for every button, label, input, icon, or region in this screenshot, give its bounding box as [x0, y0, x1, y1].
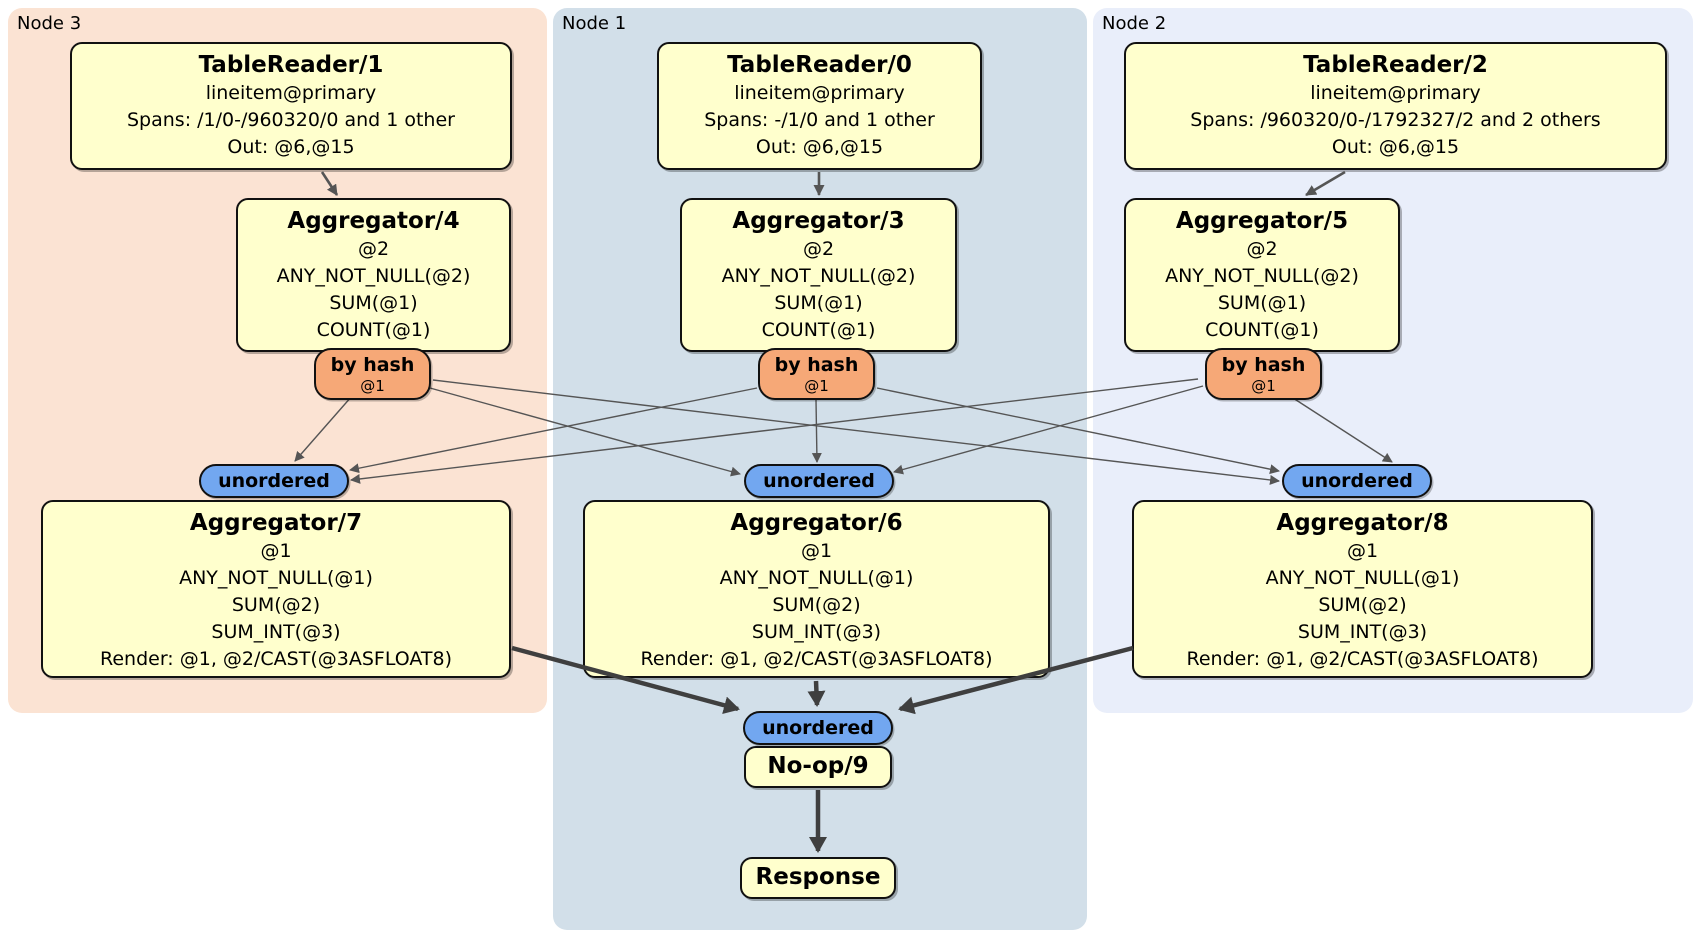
router-by-hash-node2: by hash @1 [1205, 348, 1322, 400]
processor-line: SUM(@2) [231, 594, 321, 616]
processor-line: Out: @6,@15 [1331, 136, 1460, 158]
sync-unordered-final: unordered [743, 711, 893, 745]
processor-line: ANY_NOT_NULL(@2) [721, 265, 916, 287]
processor-line: @2 [1246, 238, 1278, 260]
router-detail: @1 [1251, 377, 1276, 395]
processor-line: ANY_NOT_NULL(@1) [719, 567, 914, 589]
processor-title: Aggregator/6 [730, 510, 903, 536]
processor-line: lineitem@primary [1310, 82, 1481, 104]
processor-line: Render: @1, @2/CAST(@3ASFLOAT8) [640, 648, 993, 670]
processor-title: TableReader/2 [1303, 52, 1488, 78]
processor-line: Spans: -/1/0 and 1 other [704, 109, 935, 131]
router-label: by hash [330, 354, 415, 376]
processor-line: ANY_NOT_NULL(@1) [1265, 567, 1460, 589]
region-node2-label: Node 2 [1102, 13, 1167, 34]
processor-line: SUM(@1) [774, 292, 863, 314]
processor-title: Aggregator/3 [732, 208, 905, 234]
processor-line: COUNT(@1) [1205, 319, 1319, 341]
processor-line: Spans: /960320/0-/1792327/2 and 2 others [1190, 109, 1601, 131]
sync-unordered-node3: unordered [199, 464, 349, 498]
processor-title: Aggregator/4 [287, 208, 460, 234]
processor-line: COUNT(@1) [761, 319, 876, 341]
processor-line: lineitem@primary [205, 82, 377, 104]
processor-line: SUM_INT(@3) [211, 621, 341, 643]
processor-line: @1 [260, 540, 292, 562]
processor-line: @2 [802, 238, 835, 260]
processor-title: TableReader/0 [727, 52, 912, 78]
processor-line: SUM_INT(@3) [1297, 621, 1428, 643]
processor-line: SUM_INT(@3) [751, 621, 882, 643]
sync-unordered-node1: unordered [744, 464, 894, 498]
processor-line: ANY_NOT_NULL(@2) [1165, 265, 1359, 287]
processor-line: SUM(@2) [1318, 594, 1407, 616]
router-label: by hash [1221, 354, 1306, 376]
processor-line: Out: @6,@15 [227, 136, 355, 158]
processor-line: @1 [1346, 540, 1379, 562]
processor-line: lineitem@primary [734, 82, 905, 104]
processor-line: SUM(@1) [329, 292, 418, 314]
processor-line: Out: @6,@15 [755, 136, 884, 158]
router-by-hash-node3: by hash @1 [314, 348, 431, 400]
processor-response: Response [740, 857, 896, 899]
processor-line: Spans: /1/0-/960320/0 and 1 other [127, 109, 455, 131]
processor-title: No-op/9 [767, 753, 869, 779]
processor-title: Aggregator/7 [189, 510, 363, 536]
region-node3-label: Node 3 [17, 13, 82, 34]
router-by-hash-node1: by hash @1 [758, 348, 875, 400]
processor-line: ANY_NOT_NULL(@2) [276, 265, 471, 287]
processor-title: TableReader/1 [198, 52, 384, 78]
router-detail: @1 [804, 377, 829, 395]
processor-title: Response [755, 864, 881, 890]
processor-line: SUM(@1) [1217, 292, 1307, 314]
processor-line: @1 [800, 540, 833, 562]
processor-title: Aggregator/5 [1175, 208, 1349, 234]
router-label: by hash [774, 354, 859, 376]
router-detail: @1 [360, 377, 385, 395]
processor-line: ANY_NOT_NULL(@1) [179, 567, 373, 589]
processor-line: @2 [357, 238, 390, 260]
processor-line: Render: @1, @2/CAST(@3ASFLOAT8) [100, 648, 452, 670]
sync-unordered-node2: unordered [1282, 464, 1432, 498]
processor-line: COUNT(@1) [316, 319, 431, 341]
processor-line: Render: @1, @2/CAST(@3ASFLOAT8) [1186, 648, 1539, 670]
processor-title: Aggregator/8 [1276, 510, 1449, 536]
region-node1-label: Node 1 [562, 13, 627, 34]
processor-line: SUM(@2) [772, 594, 861, 616]
processor-noop-9: No-op/9 [744, 746, 892, 788]
